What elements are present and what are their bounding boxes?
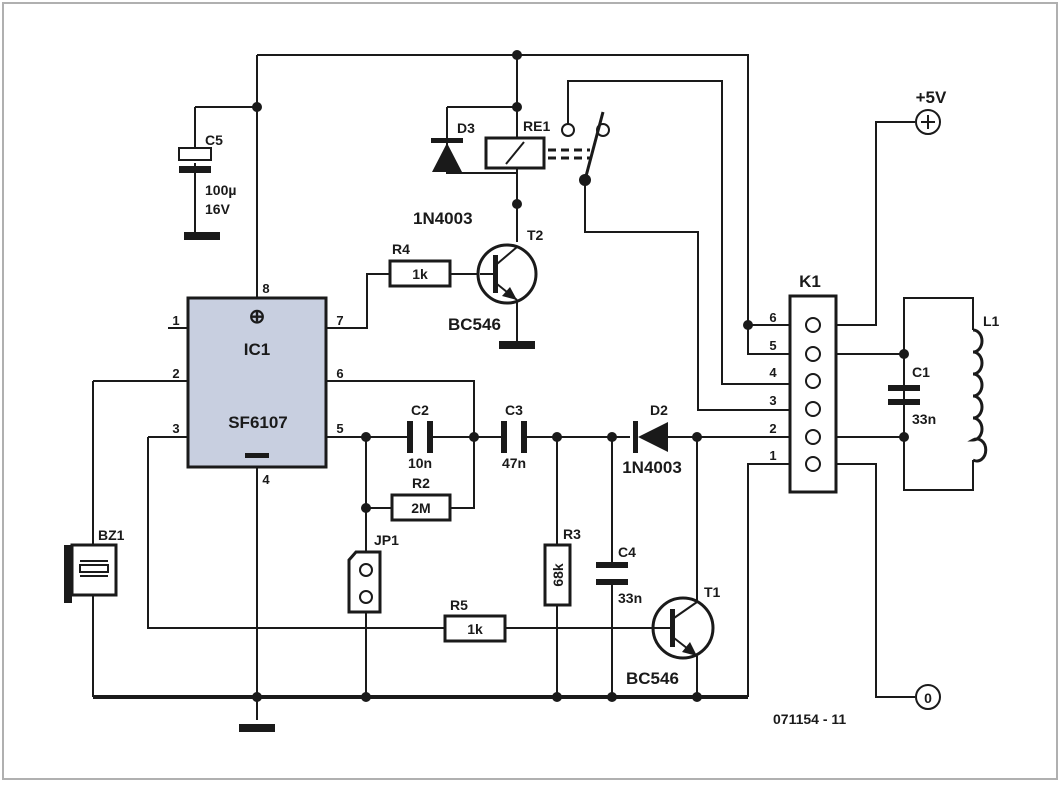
ic1-pin-6: 6 (336, 366, 343, 381)
k1-ref: K1 (799, 272, 821, 291)
ic1-name: IC1 (244, 340, 270, 359)
k1-pin-1: 1 (769, 448, 776, 463)
ic1-pin-8: 8 (262, 281, 269, 296)
capacitor-c5: C5 100µ 16V (178, 132, 236, 217)
d2-ref: D2 (650, 402, 668, 418)
capacitor-c3: C3 47n (501, 402, 527, 471)
d3-part: 1N4003 (413, 209, 473, 228)
resistor-r4: 1k R4 (388, 241, 452, 288)
c5-voltage: 16V (205, 201, 231, 217)
outer-border (2, 2, 1058, 780)
c5-value: 100µ (205, 182, 236, 198)
r5-ref: R5 (450, 597, 468, 613)
c5-ref: C5 (205, 132, 223, 148)
c4-value: 33n (618, 590, 642, 606)
ground-symbol-c5 (184, 232, 220, 240)
r5-value: 1k (467, 621, 483, 637)
r2-ref: R2 (412, 475, 430, 491)
r3-value: 68k (550, 563, 566, 587)
buzzer-bz1: BZ1 (64, 527, 125, 603)
jumper-jp1: JP1 (347, 532, 399, 614)
t2-ref: T2 (527, 227, 544, 243)
transistor-t1: T1 BC546 (626, 584, 721, 688)
k1-pin-6: 6 (769, 310, 776, 325)
ground-symbol-t2 (499, 341, 535, 349)
c3-ref: C3 (505, 402, 523, 418)
ic1-pin-4: 4 (262, 472, 270, 487)
c1-ref: C1 (912, 364, 930, 380)
ic1-pin-3: 3 (172, 421, 179, 436)
capacitor-c2: C2 10n (407, 402, 433, 471)
k1-pin-5: 5 (769, 338, 776, 353)
r4-ref: R4 (392, 241, 410, 257)
zero-terminal (915, 684, 941, 710)
jp1-ref: JP1 (374, 532, 399, 548)
supply-terminals: +5V 0 (915, 88, 947, 710)
transistor-t2: T2 BC546 (448, 227, 544, 334)
r2-value: 2M (411, 500, 430, 516)
diode-d2: D2 1N4003 (622, 402, 682, 477)
ic1-body (186, 296, 328, 469)
capacitor-c1: C1 33n (888, 364, 936, 427)
ground-symbol-main (239, 724, 275, 732)
zero-label: 0 (924, 690, 932, 706)
t2-part: BC546 (448, 315, 501, 334)
connector-k1: K1 6 5 4 3 2 1 (769, 272, 838, 494)
k1-pin-3: 3 (769, 393, 776, 408)
relay-re1: RE1 (484, 111, 610, 186)
ic1-pin-1: 1 (172, 313, 179, 328)
capacitor-c4: C4 33n (596, 544, 642, 606)
k1-pin-2: 2 (769, 421, 776, 436)
r3-ref: R3 (563, 526, 581, 542)
figure-id: 071154 - 11 (773, 711, 846, 727)
t1-ref: T1 (704, 584, 721, 600)
t1-part: BC546 (626, 669, 679, 688)
d3-ref: D3 (457, 120, 475, 136)
ic1-part: SF6107 (228, 413, 288, 432)
bz1-ref: BZ1 (98, 527, 125, 543)
inductor-l1: L1 (966, 313, 1000, 463)
re1-ref: RE1 (523, 118, 550, 134)
diode-d3: D3 1N4003 (413, 120, 475, 228)
k1-pin-4: 4 (769, 365, 777, 380)
ic1-plus-symbol: ⊕ (249, 306, 266, 328)
d2-part: 1N4003 (622, 458, 682, 477)
c2-ref: C2 (411, 402, 429, 418)
resistor-r3: 68k R3 (543, 526, 581, 607)
re1-switch-arm (583, 111, 605, 181)
c3-value: 47n (502, 455, 526, 471)
ic1-gnd-mark (245, 453, 269, 458)
ic1-pin-2: 2 (172, 366, 179, 381)
c1-value: 33n (912, 411, 936, 427)
c4-ref: C4 (618, 544, 636, 560)
plus-5v-label: +5V (916, 88, 947, 107)
ic1-pin-5: 5 (336, 421, 343, 436)
ic1-pin-7: 7 (336, 313, 343, 328)
re1-contact-nc (561, 123, 575, 137)
resistor-r2: 2M R2 (390, 475, 452, 522)
wires (92, 54, 974, 720)
l1-ref: L1 (983, 313, 1000, 329)
junction-dots (252, 50, 909, 702)
c2-value: 10n (408, 455, 432, 471)
r4-value: 1k (412, 266, 428, 282)
resistor-r5: 1k R5 (443, 597, 507, 643)
ic1: ⊕ IC1 SF6107 1 2 3 4 5 6 7 8 (172, 281, 343, 487)
